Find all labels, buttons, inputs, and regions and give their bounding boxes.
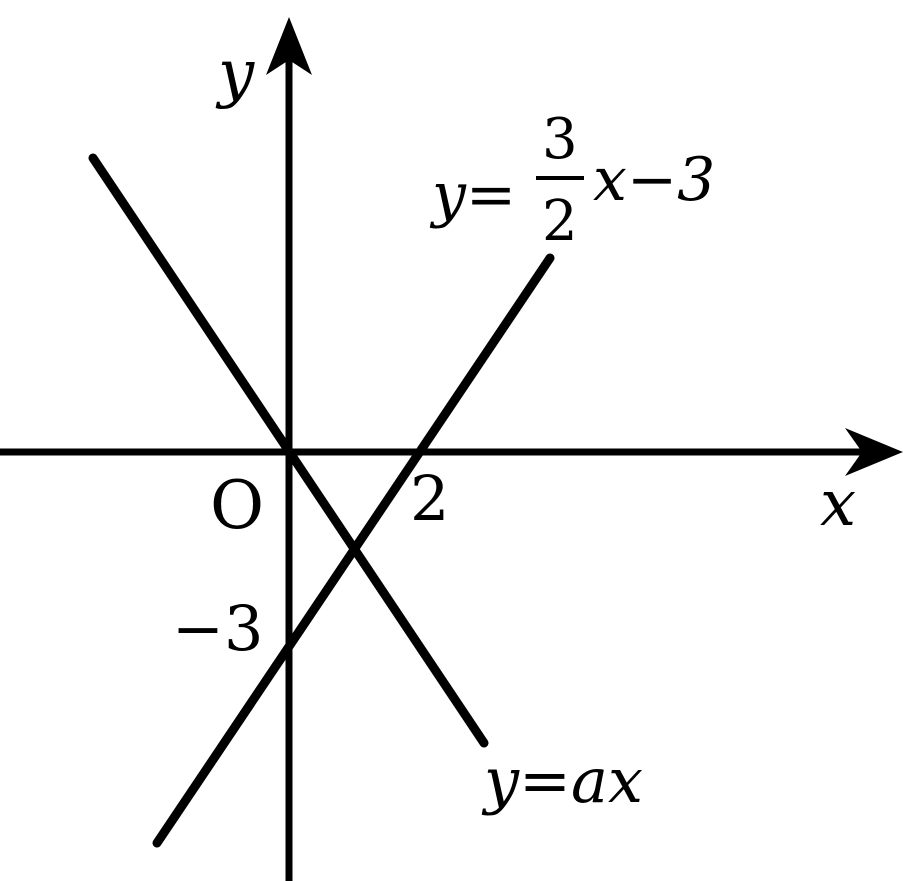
x-intercept-label: 2 xyxy=(410,462,449,535)
y-intercept-label: −3 xyxy=(172,592,263,665)
line-y-equals-ax xyxy=(88,153,489,748)
x-axis-arrow-icon xyxy=(845,428,903,476)
fraction-numerator: 3 xyxy=(542,107,578,172)
y-axis-arrow-icon xyxy=(266,17,312,75)
x-axis-label: x xyxy=(820,467,856,541)
equation-lhs: y= xyxy=(429,160,516,230)
equation-rest: x−3 xyxy=(593,145,715,215)
equation-label-line-1: y= 3 2 x−3 xyxy=(429,107,715,254)
y-axis-label: y xyxy=(215,37,255,111)
equation-label-line-2: y=ax xyxy=(481,744,643,817)
origin-label: O xyxy=(210,467,264,544)
fraction-denominator: 2 xyxy=(542,189,578,254)
